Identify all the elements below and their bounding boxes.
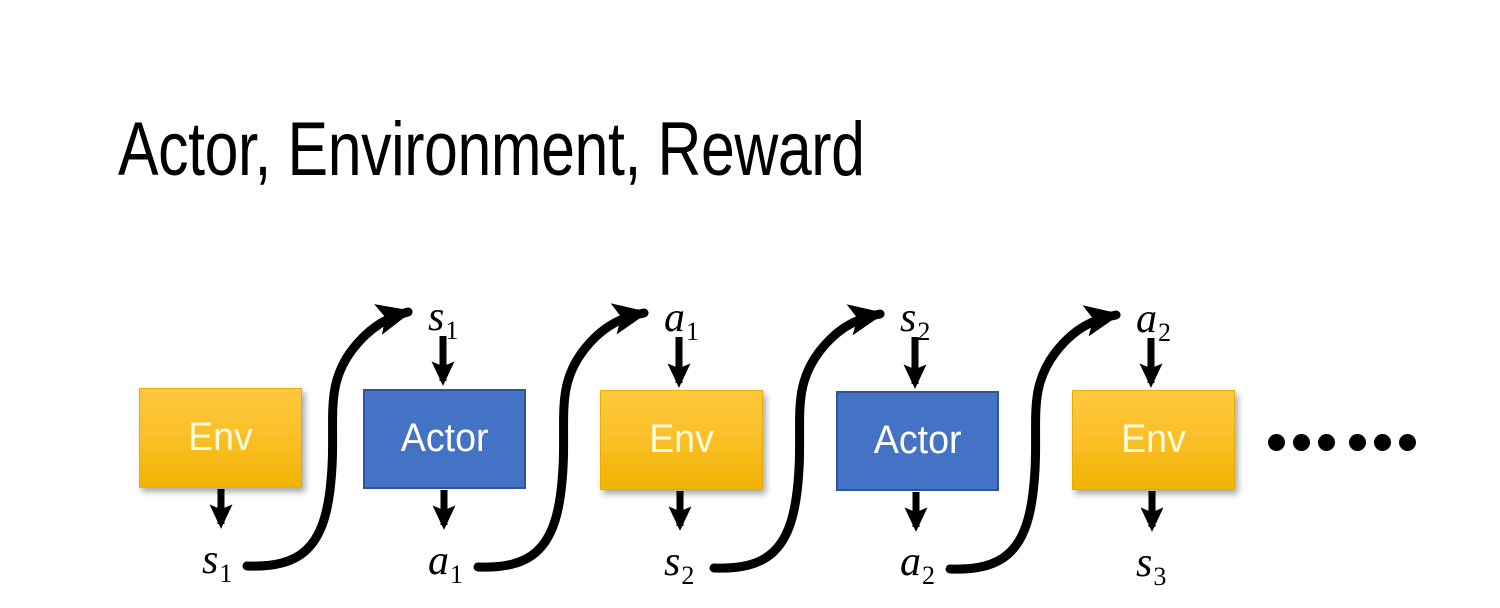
symbol-subscript: 1 [445, 316, 459, 345]
symbol-base: a [900, 539, 921, 585]
symbol-subscript: 2 [917, 317, 931, 346]
node-env-1[interactable]: Env [139, 388, 302, 488]
ellipsis-dot [1399, 434, 1416, 451]
symbol-base: a [1136, 296, 1157, 342]
node-actor-1[interactable]: Actor [363, 389, 526, 489]
state-label-s2-top: s2 [900, 295, 930, 345]
arrow-out-of-box [209, 489, 1164, 532]
node-env-2[interactable]: Env [600, 390, 763, 490]
node-actor-2[interactable]: Actor [836, 391, 999, 491]
ellipsis-dot [1374, 434, 1391, 451]
node-label: Env [649, 416, 714, 461]
node-label: Actor [400, 415, 489, 460]
symbol-subscript: 1 [219, 559, 233, 588]
symbol-subscript: 1 [686, 317, 699, 346]
symbol-base: s [202, 537, 219, 583]
symbol-base: a [664, 295, 685, 341]
ellipsis-dot [1318, 434, 1335, 451]
state-label-s3-bottom: s3 [1136, 540, 1166, 590]
symbol-subscript: 1 [450, 560, 463, 589]
symbol-base: a [428, 538, 449, 584]
node-label: Actor [873, 417, 962, 462]
action-label-a1-bottom: a1 [428, 538, 463, 588]
action-label-a2-top: a2 [1136, 296, 1171, 346]
node-env-3[interactable]: Env [1072, 390, 1235, 490]
ellipsis-dot [1268, 434, 1285, 451]
page-title: Actor, Environment, Reward [118, 107, 865, 192]
symbol-subscript: 3 [1153, 562, 1167, 591]
symbol-base: s [428, 294, 445, 340]
node-label: Env [188, 414, 253, 459]
symbol-base: s [1136, 540, 1153, 586]
ellipsis-dot [1349, 434, 1366, 451]
ellipsis-dot [1293, 434, 1310, 451]
action-label-a1-top: a1 [664, 295, 699, 345]
symbol-base: s [900, 295, 917, 341]
node-label: Env [1121, 416, 1186, 461]
ellipsis-dots [1268, 434, 1416, 451]
arrow-into-box [431, 336, 1163, 389]
state-label-s2-bottom: s2 [664, 539, 694, 589]
action-label-a2-bottom: a2 [900, 539, 935, 589]
symbol-subscript: 2 [681, 561, 695, 590]
symbol-subscript: 2 [922, 561, 935, 590]
symbol-base: s [664, 539, 681, 585]
state-label-s1-top: s1 [428, 294, 458, 344]
state-label-s1-bottom: s1 [202, 537, 232, 587]
symbol-subscript: 2 [1158, 318, 1171, 347]
